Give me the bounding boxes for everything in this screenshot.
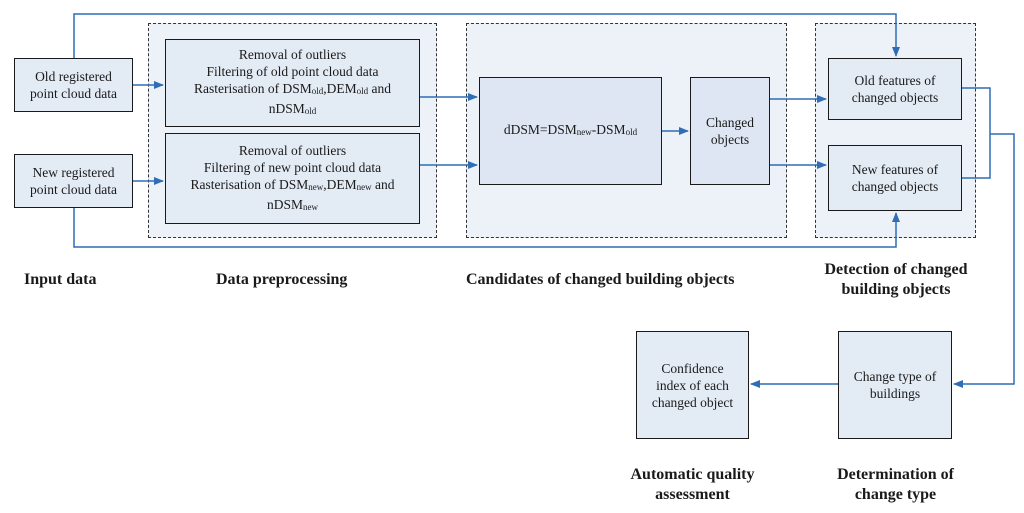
old-features-line-2: changed objects xyxy=(851,90,939,105)
preprocess-new-line-4: nDSMnew xyxy=(267,196,318,216)
new-features-line-2: changed objects xyxy=(851,179,939,194)
preprocess-old-box: Removal of outliers Filtering of old poi… xyxy=(165,39,420,127)
preprocess-old-line-4-sub: old xyxy=(304,106,317,116)
preprocess-new-line-3-c: ,DEM xyxy=(323,176,357,192)
caption-detection: Detection of changed building objects xyxy=(808,260,984,300)
changed-objects-box: Changed objects xyxy=(690,77,770,185)
preprocess-new-box: Removal of outliers Filtering of new poi… xyxy=(165,133,420,224)
preprocess-old-line-3-a: Rasterisation of DSM xyxy=(193,81,312,96)
caption-determination: Determination of change type xyxy=(818,465,973,505)
confidence-line-2: index of each xyxy=(656,377,729,393)
preprocess-old-line-3-sub-2: old xyxy=(356,86,369,96)
new-features-line-1: New features of xyxy=(851,162,939,177)
caption-detection-line-1: Detection of changed xyxy=(824,261,968,278)
preprocess-new-line-3-e: and xyxy=(371,176,395,192)
confidence-line-3: changed object xyxy=(651,394,734,410)
new-features-box: New features of changed objects xyxy=(828,145,962,211)
old-features-box: Old features of changed objects xyxy=(828,58,962,120)
new-input-line-2: point cloud data xyxy=(30,182,117,197)
ddsm-formula-sub-1: new xyxy=(576,127,592,137)
old-input-box: Old registered point cloud data xyxy=(14,58,133,112)
changed-objects-line-1: Changed xyxy=(706,115,754,130)
old-input-line-1: Old registered xyxy=(35,69,112,84)
preprocess-new-line-3-sub-1: new xyxy=(308,181,324,192)
preprocess-old-line-3-c: ,DEM xyxy=(323,81,357,96)
preprocess-new-line-4-a: nDSM xyxy=(266,196,303,212)
preprocess-old-line-1: Removal of outliers xyxy=(238,47,347,62)
new-input-box: New registered point cloud data xyxy=(14,154,133,208)
caption-data-preprocessing: Data preprocessing xyxy=(216,271,348,288)
preprocess-new-line-4-sub: new xyxy=(303,201,318,212)
arrow-old-input-bypass xyxy=(73,13,900,58)
preprocess-old-line-3: Rasterisation of DSMold,DEMold and xyxy=(194,80,391,100)
preprocess-new-line-3-sub-2: new xyxy=(356,181,372,192)
preprocess-new-line-2: Filtering of new point cloud data xyxy=(203,159,382,175)
ddsm-formula-c: -DSM xyxy=(591,122,626,137)
change-type-line-2: buildings xyxy=(869,386,921,401)
caption-determination-line-1: Determination of xyxy=(837,466,954,483)
ddsm-box: dDSM=DSMnew-DSMold xyxy=(479,77,662,185)
preprocess-new-line-3: Rasterisation of DSMnew,DEMnew and xyxy=(191,176,395,196)
caption-detection-line-2: building objects xyxy=(841,281,951,298)
preprocess-old-line-3-e: and xyxy=(368,81,392,96)
preprocess-new-line-3-a: Rasterisation of DSM xyxy=(190,176,309,192)
ddsm-formula-a: dDSM=DSM xyxy=(503,122,577,137)
preprocess-old-line-2: Filtering of old point cloud data xyxy=(206,64,379,79)
new-input-line-1: New registered xyxy=(32,165,115,180)
change-type-box: Change type of buildings xyxy=(838,331,952,439)
old-features-line-1: Old features of xyxy=(854,73,936,88)
arrow-features-to-change-type xyxy=(954,87,1015,384)
caption-determination-line-2: change type xyxy=(854,486,937,503)
caption-quality-line-1: Automatic quality xyxy=(630,466,755,483)
preprocess-new-line-1: Removal of outliers xyxy=(238,142,347,158)
preprocess-old-line-3-sub-1: old xyxy=(311,86,324,96)
preprocess-old-line-4: nDSMold xyxy=(269,100,317,120)
caption-quality: Automatic quality assessment xyxy=(610,465,775,505)
preprocess-old-line-4-a: nDSM xyxy=(268,101,305,116)
caption-quality-line-2: assessment xyxy=(655,486,730,503)
caption-candidates: Candidates of changed building objects xyxy=(466,271,735,288)
arrow-new-input-bypass xyxy=(73,208,900,248)
changed-objects-line-2: objects xyxy=(710,132,750,147)
confidence-box: Confidence index of each changed object xyxy=(636,331,749,439)
old-input-line-2: point cloud data xyxy=(30,86,117,101)
confidence-line-1: Confidence xyxy=(661,360,724,376)
caption-input-data: Input data xyxy=(24,271,97,288)
ddsm-formula-sub-2: old xyxy=(625,127,638,137)
change-type-line-1: Change type of xyxy=(853,369,937,384)
ddsm-formula: dDSM=DSMnew-DSMold xyxy=(504,121,637,141)
